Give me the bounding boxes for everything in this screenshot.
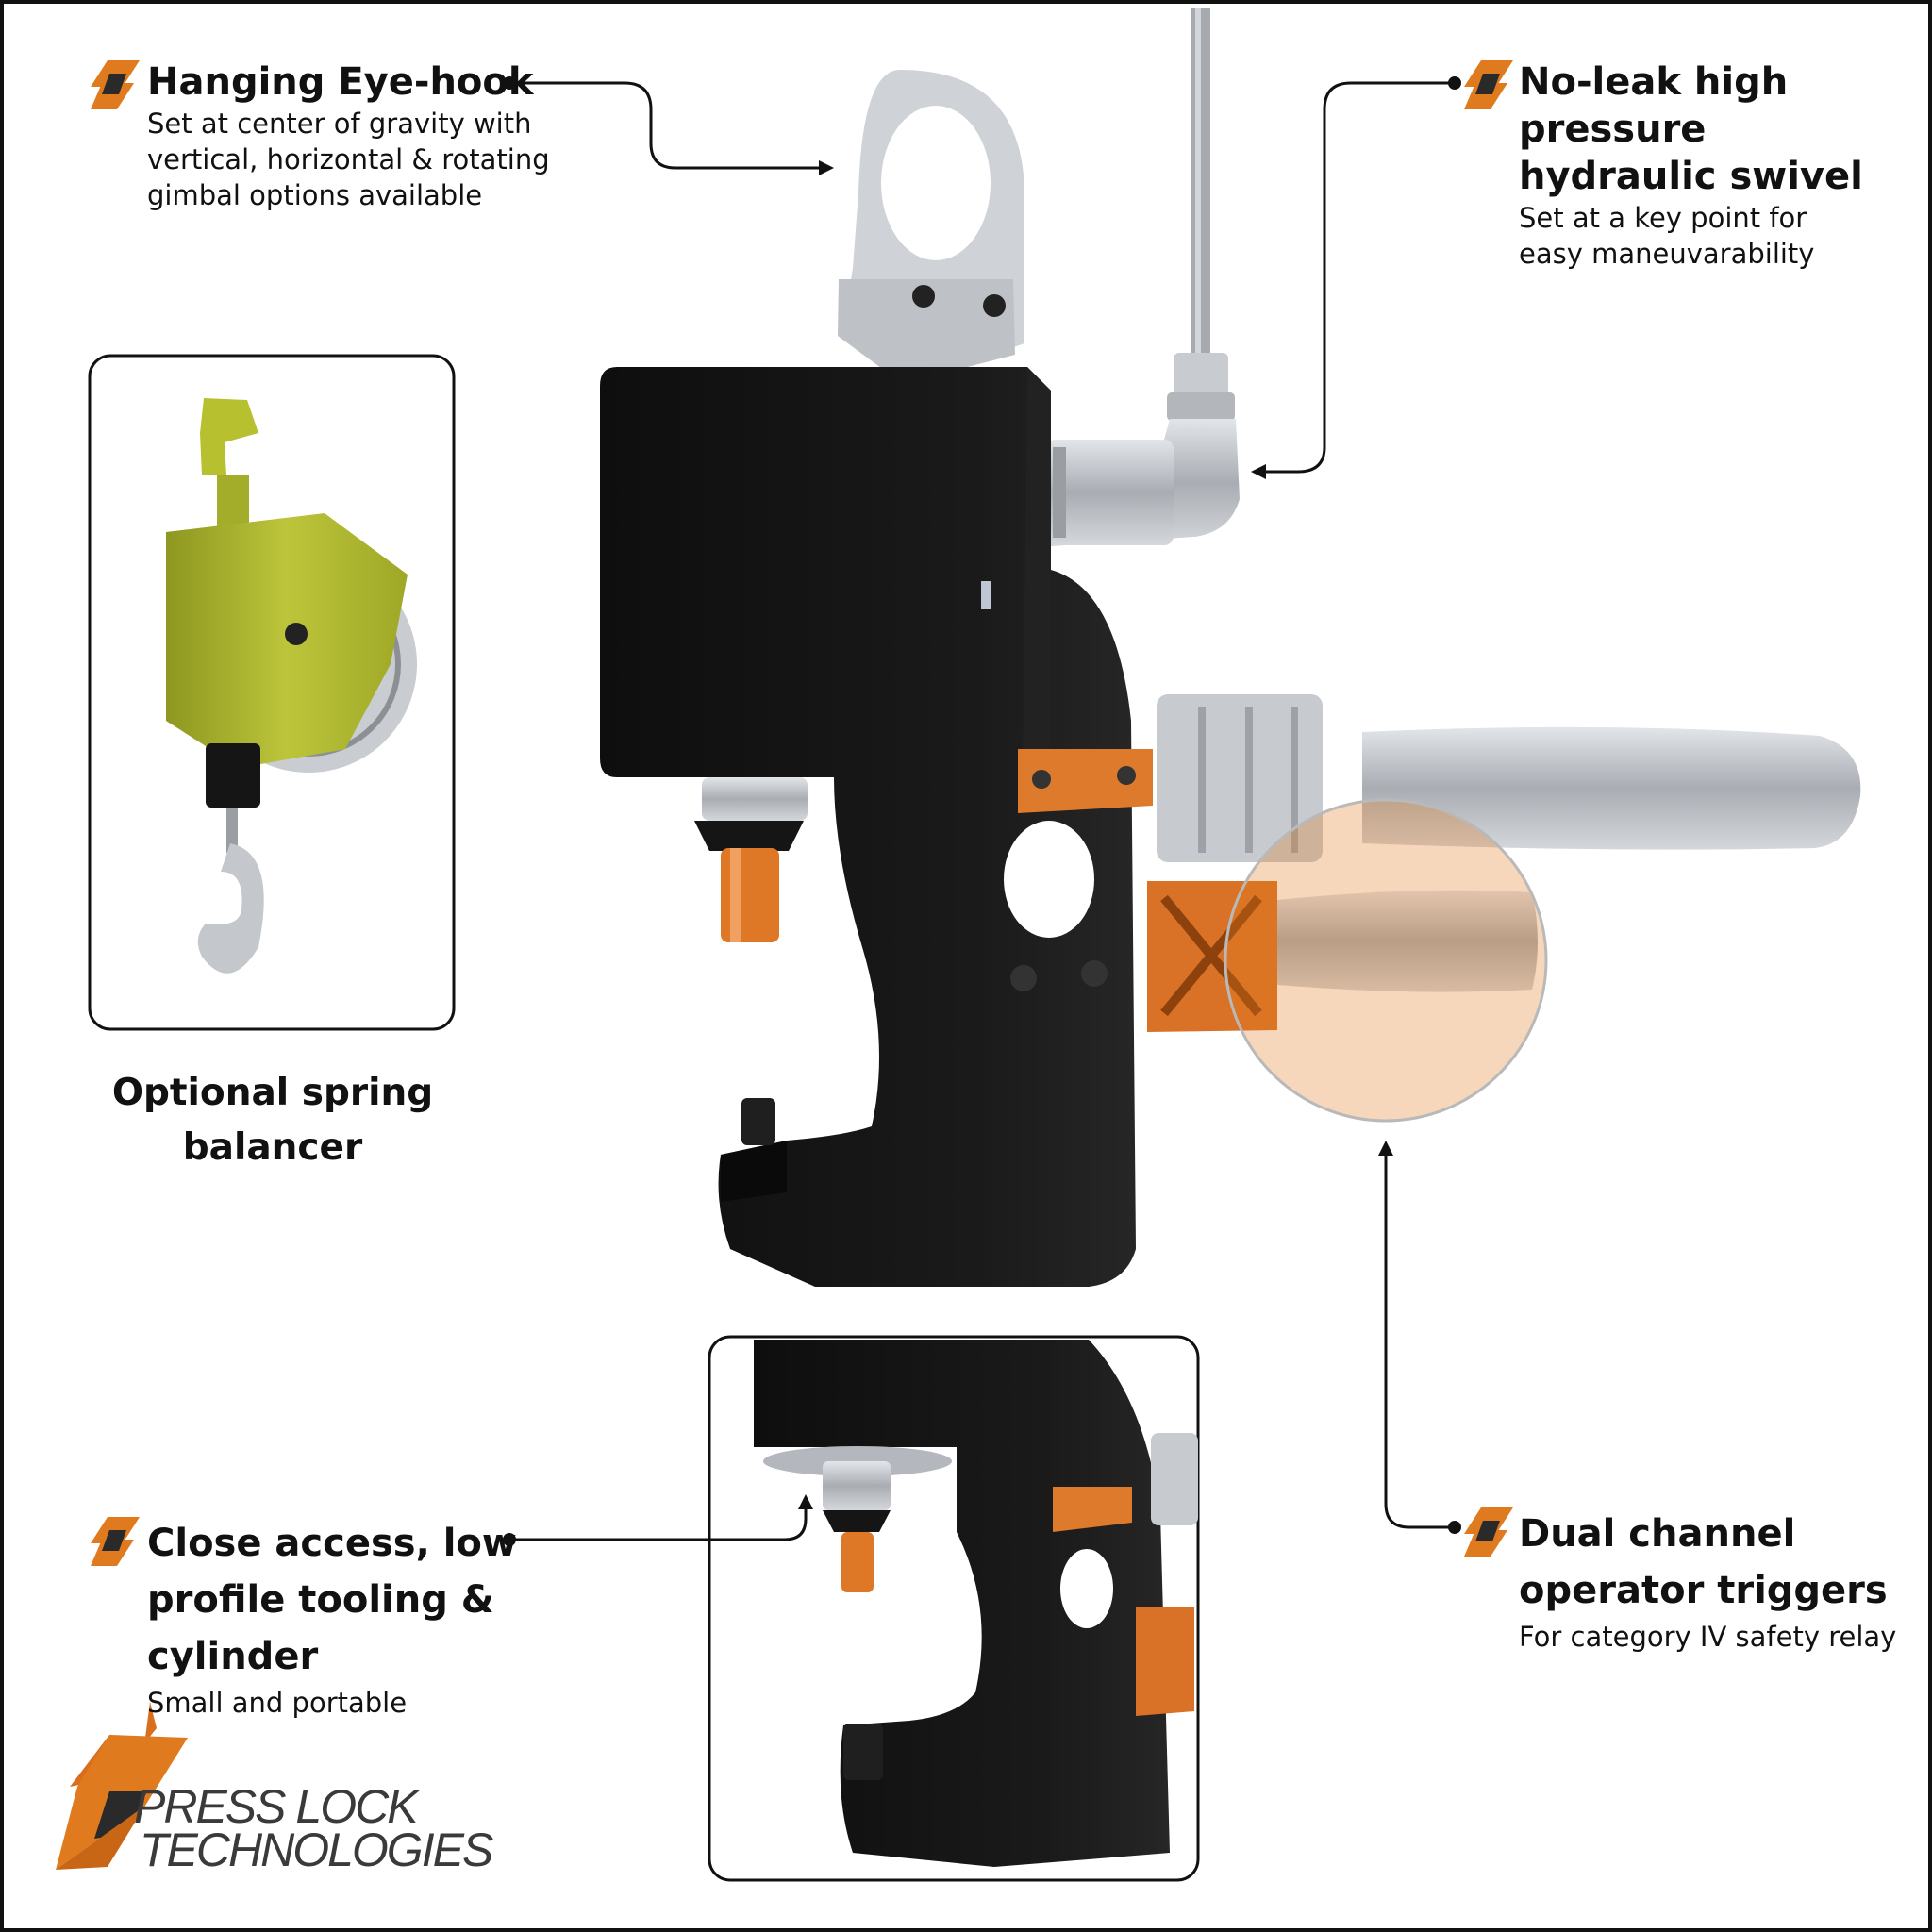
- brand-mark-icon: [91, 1517, 140, 1566]
- brand-mark-icon: [1464, 60, 1513, 109]
- feature-description: For category IV safety relay: [1519, 1621, 1897, 1653]
- close-access-inset: [708, 1335, 1200, 1882]
- brand-line-2: TECHNOLOGIES: [140, 1824, 493, 1876]
- tooling-leader: [509, 1504, 808, 1541]
- operator-handle-upper: [1157, 694, 1861, 862]
- callout-endpoints: [503, 76, 1461, 1546]
- eye-hook: [838, 70, 1024, 374]
- feature-description: Set at a key point for easy maneuvarabil…: [1519, 202, 1815, 270]
- spring-balancer-panel: [88, 354, 456, 1031]
- press-body: [600, 367, 1136, 1287]
- trigger-leader: [1384, 1150, 1455, 1529]
- brand-mark-icon: [91, 60, 140, 109]
- feature-title: Hanging Eye-hook: [147, 60, 534, 104]
- feature-title: No-leak high pressure hydraulic swivel: [1519, 60, 1863, 198]
- cylinder-tooling: [694, 777, 808, 942]
- balancer-caption: Optional spring balancer: [111, 1072, 434, 1169]
- trigger-brackets: [1018, 749, 1277, 1032]
- arrow-icon: [1251, 464, 1266, 479]
- brand-mark-icon: [1464, 1507, 1513, 1557]
- product-illustration: [56, 8, 1861, 1882]
- callout-lines: [509, 81, 1455, 1541]
- operator-handle-lower: [1277, 890, 1538, 992]
- hydraulic-hose: [1167, 8, 1235, 421]
- arrow-icon: [819, 160, 834, 175]
- feature-hydraulic-swivel: No-leak high pressure hydraulic swivel S…: [1519, 58, 1868, 272]
- feature-operator-triggers: Dual channel operator triggers For categ…: [1519, 1506, 1924, 1655]
- hydraulic-swivel: [1045, 419, 1240, 546]
- feature-description: Small and portable: [147, 1687, 408, 1719]
- feature-title: Dual channel operator triggers: [1519, 1512, 1888, 1612]
- feature-description: Set at center of gravity with vertical, …: [147, 108, 550, 211]
- swivel-leader: [1260, 81, 1455, 474]
- feature-close-access-tooling: Close access, low profile tooling & cyli…: [147, 1515, 657, 1721]
- arrow-icon: [798, 1494, 813, 1509]
- brand-wordmark: PRESS LOCK TECHNOLOGIES: [134, 1780, 493, 1876]
- arrow-icon: [1378, 1141, 1393, 1156]
- trigger-highlight-circle: [1224, 798, 1548, 1123]
- feature-title: Close access, low profile tooling & cyli…: [147, 1522, 517, 1678]
- brand-line-1: PRESS LOCK: [134, 1780, 419, 1833]
- brand-logo-mark: [56, 1702, 188, 1870]
- eye-hook-leader: [509, 81, 824, 170]
- feature-eye-hook: Hanging Eye-hook Set at center of gravit…: [147, 58, 562, 213]
